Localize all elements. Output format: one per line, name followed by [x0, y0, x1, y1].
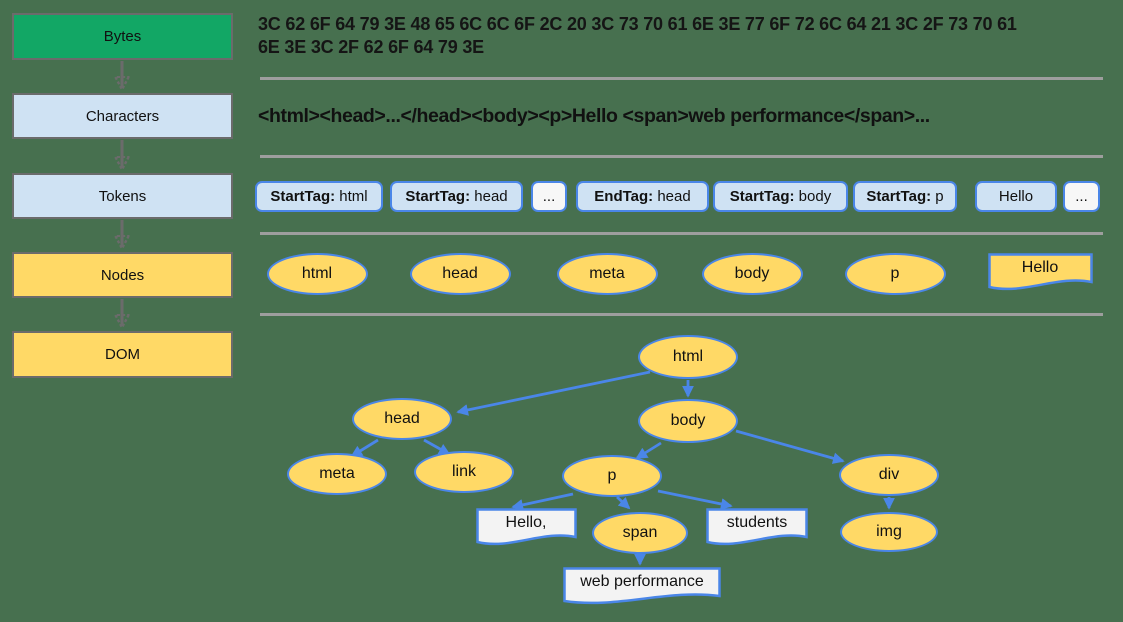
characters-string: <html><head>...</head><body><p>Hello <sp… — [258, 105, 930, 127]
node-head: head — [409, 253, 511, 295]
dom-node-students: students — [706, 508, 808, 546]
pipeline-box-dom: DOM — [12, 331, 233, 378]
node-html: html — [266, 253, 368, 295]
doc-node-label: students — [726, 514, 788, 532]
node-body: body — [701, 253, 803, 295]
token-box-head: EndTag: head — [576, 181, 709, 212]
tree-edge-head-meta — [350, 438, 379, 458]
token-box-ellipsis: ... — [1063, 181, 1100, 212]
node-p: p — [844, 253, 946, 295]
node-meta: meta — [556, 253, 658, 295]
dom-node-html: html — [638, 335, 738, 379]
token-type-label: StartTag: — [866, 188, 932, 205]
token-type-label: EndTag: — [594, 188, 654, 205]
section-divider — [260, 232, 1103, 235]
token-box-html: StartTag: html — [255, 181, 383, 212]
token-box-head: StartTag: head — [390, 181, 523, 212]
dom-node-link: link — [414, 451, 514, 493]
dom-node-div: div — [839, 454, 939, 496]
tree-edge-body-p — [635, 441, 662, 460]
token-type-label: StartTag: — [405, 188, 471, 205]
section-divider — [260, 313, 1103, 316]
token-box-text: Hello — [975, 181, 1057, 212]
token-box-ellipsis: ... — [531, 181, 567, 212]
doc-node-label: Hello, — [505, 514, 547, 532]
tree-edge-html-head — [456, 370, 651, 416]
section-divider — [260, 155, 1103, 158]
token-box-p: StartTag: p — [853, 181, 957, 212]
doc-node-label: web performance — [580, 573, 704, 591]
node-Hello: Hello — [987, 253, 1093, 291]
dom-node-body: body — [638, 399, 738, 443]
token-type-label: StartTag: — [270, 188, 336, 205]
pipeline-box-tokens: Tokens — [12, 173, 233, 219]
tree-edge-p-hello — [511, 492, 574, 511]
pipeline-box-bytes: Bytes — [12, 13, 233, 60]
dom-node-hello: Hello, — [475, 508, 577, 546]
dom-tree-edges — [350, 370, 895, 566]
dom-node-webperf: web performance — [563, 567, 721, 605]
dom-node-p: p — [562, 455, 662, 497]
bytes-hex-line-1: 3C 62 6F 64 79 3E 48 65 6C 6C 6F 2C 20 3… — [258, 14, 1017, 34]
dom-node-span: span — [592, 512, 688, 554]
tree-edge-p-students — [657, 489, 733, 510]
dom-node-head: head — [352, 398, 452, 440]
dom-node-meta: meta — [287, 453, 387, 495]
section-divider — [260, 77, 1103, 80]
token-type-label: StartTag: — [729, 188, 795, 205]
token-box-body: StartTag: body — [713, 181, 848, 212]
bytes-hex-line-2: 6E 3E 3C 2F 62 6F 64 79 3E — [258, 37, 484, 57]
tree-edge-body-div — [735, 429, 845, 464]
pipeline-box-characters: Characters — [12, 93, 233, 139]
dom-node-img: img — [840, 512, 938, 552]
doc-node-label: Hello — [1021, 259, 1059, 277]
tree-edge-p-span — [616, 495, 631, 510]
pipeline-box-nodes: Nodes — [12, 252, 233, 298]
